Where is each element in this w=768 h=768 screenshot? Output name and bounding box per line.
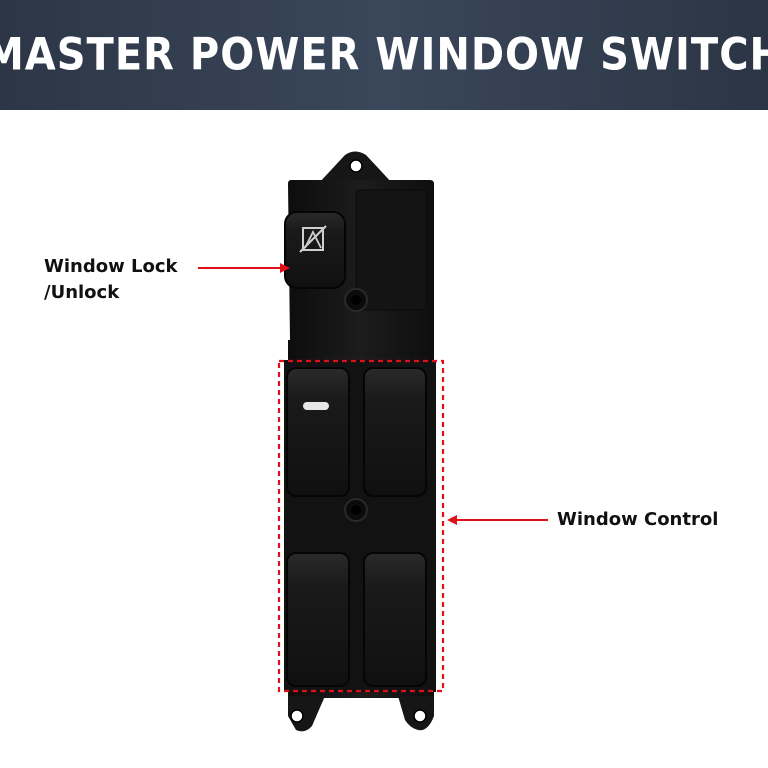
window-switch-passenger[interactable] (363, 367, 427, 497)
bottom-mount-hole-left (290, 709, 304, 723)
window-unlock-label: /Unlock (44, 282, 120, 303)
window-control-label: Window Control (557, 509, 719, 530)
page-title: MASTER POWER WINDOW SWITCH (0, 29, 768, 81)
window-control-arrow (447, 515, 548, 525)
window-switch-driver[interactable] (286, 367, 350, 497)
window-control-highlight (277, 359, 445, 693)
bottom-mount-hole-right (413, 709, 427, 723)
title-banner: MASTER POWER WINDOW SWITCH (0, 0, 768, 110)
window-lock-icon (299, 225, 327, 253)
window-lock-arrow (198, 263, 290, 273)
top-mount-hole (349, 159, 363, 173)
window-lock-label: Window Lock (44, 256, 178, 277)
window-switch-rear-left[interactable] (286, 552, 350, 687)
window-switch-rear-right[interactable] (363, 552, 427, 687)
upper-panel-recess (355, 189, 427, 311)
auto-indicator-light (303, 402, 329, 410)
